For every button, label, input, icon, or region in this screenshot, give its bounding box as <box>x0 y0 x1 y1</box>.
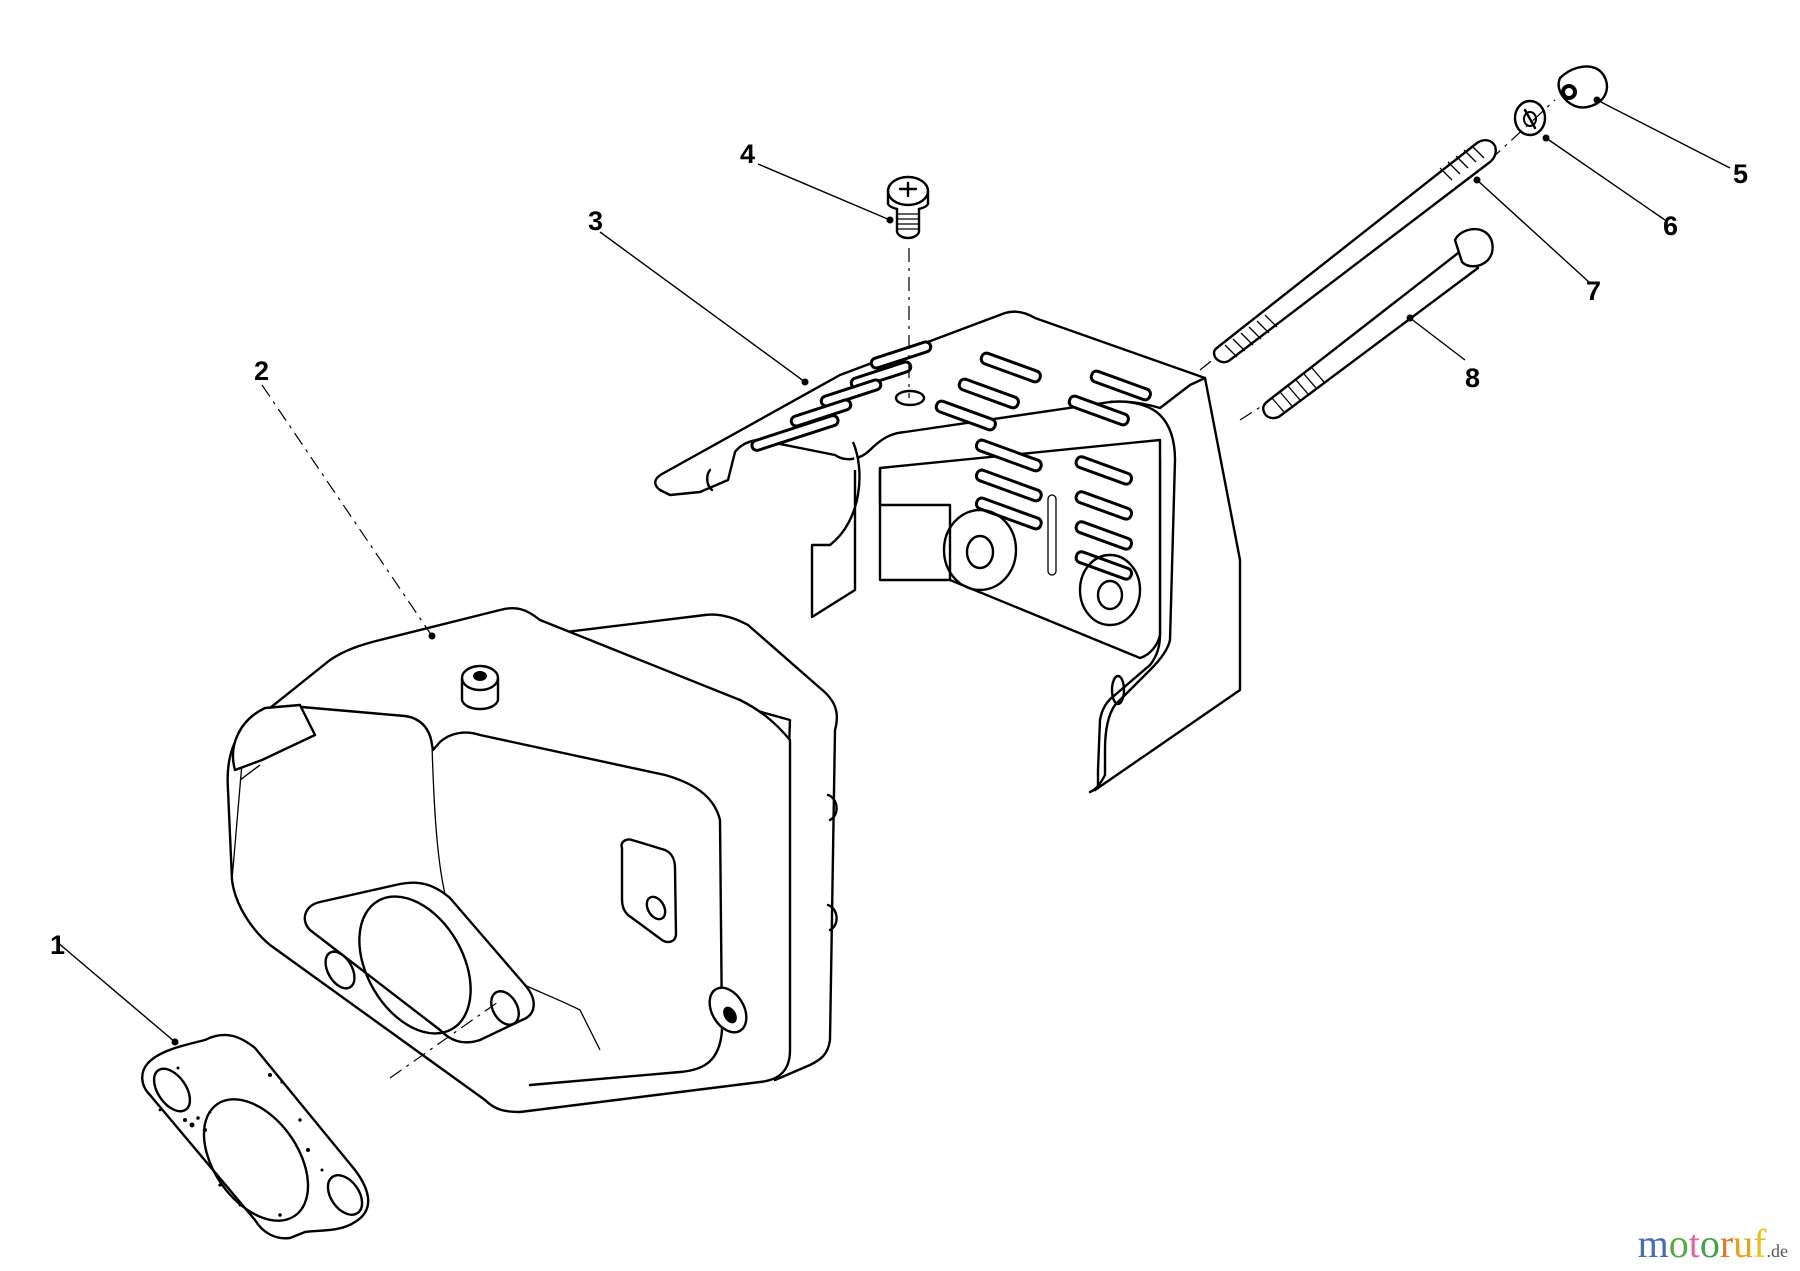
leader-line-8 <box>1409 317 1466 361</box>
part-label-4: 4 <box>740 139 756 169</box>
part-label-8: 8 <box>1465 363 1481 393</box>
leader-line-6 <box>1545 137 1666 221</box>
screw-part <box>886 175 930 398</box>
leader-line-5 <box>1596 99 1731 169</box>
watermark-letter: o <box>1699 1221 1720 1266</box>
part-label-7: 7 <box>1586 276 1602 306</box>
lock-washer-part <box>1513 99 1547 137</box>
part-label-6: 6 <box>1663 211 1679 241</box>
bolt-part <box>1239 228 1494 421</box>
watermark-letter: r <box>1719 1221 1734 1266</box>
part-label-1: 1 <box>50 930 66 960</box>
gasket-part <box>141 1033 370 1240</box>
leader-line-7 <box>1476 179 1591 284</box>
watermark-letter: o <box>1668 1221 1689 1266</box>
heat-shield-part <box>654 310 1242 794</box>
part-label-3: 3 <box>588 206 604 236</box>
nut-part <box>1557 65 1609 109</box>
part-label-2: 2 <box>254 356 270 386</box>
leader-line-2 <box>261 384 433 637</box>
leader-line-4 <box>757 163 891 221</box>
watermark-letter: u <box>1733 1221 1754 1266</box>
stud-part <box>1199 99 1556 371</box>
leader-line-3 <box>599 231 806 383</box>
watermark-letter: m <box>1637 1221 1669 1266</box>
watermark-letter: t <box>1688 1221 1700 1266</box>
leader-line-1 <box>56 941 176 1043</box>
motoruf-watermark: motoruf.de <box>1638 1220 1788 1267</box>
muffler-part <box>226 606 839 1114</box>
watermark-letter: f <box>1753 1221 1767 1266</box>
watermark-tld: .de <box>1766 1241 1789 1261</box>
part-label-5: 5 <box>1733 159 1749 189</box>
